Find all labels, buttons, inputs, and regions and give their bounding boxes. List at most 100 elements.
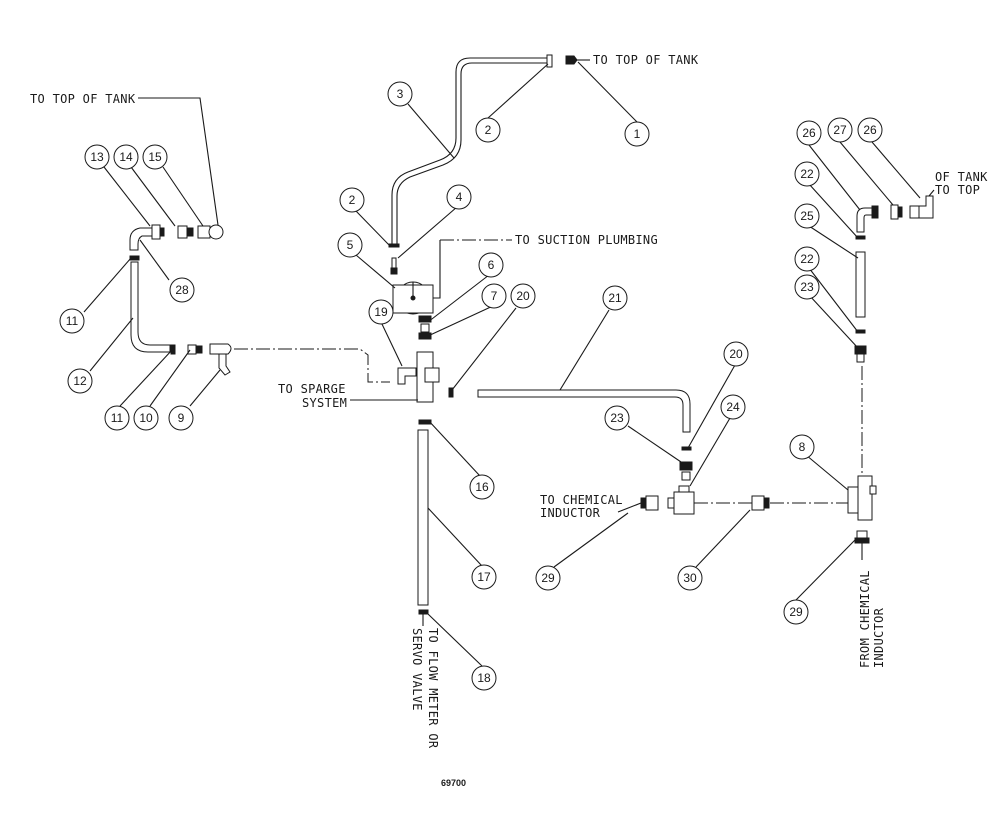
pump-and-tee-assembly [388, 240, 441, 425]
svg-text:5: 5 [347, 238, 354, 252]
to-top-of-tank-label-left: TO TOP OF TANK [30, 92, 136, 106]
svg-text:22: 22 [800, 252, 814, 266]
svg-text:17: 17 [477, 570, 491, 584]
svg-text:21: 21 [608, 291, 622, 305]
svg-text:19: 19 [374, 305, 388, 319]
callout-26-left: 26 [796, 120, 822, 146]
callout-24: 24 [720, 394, 746, 420]
svg-text:1: 1 [634, 127, 641, 141]
callout-30: 30 [677, 565, 703, 591]
callout-11-upper: 11 [59, 308, 85, 334]
svg-text:29: 29 [789, 605, 803, 619]
svg-text:7: 7 [491, 289, 498, 303]
callout-6: 6 [478, 252, 504, 278]
callout-20-left: 20 [510, 283, 536, 309]
callout-23-right: 23 [794, 274, 820, 300]
svg-text:23: 23 [800, 280, 814, 294]
from-chemical-label-2: INDUCTOR [872, 607, 886, 668]
callout-11-lower: 11 [104, 405, 130, 431]
hose-3-assembly [391, 54, 590, 244]
of-tank-label: OF TANK [935, 170, 988, 184]
callout-8: 8 [789, 434, 815, 460]
svg-text:20: 20 [729, 347, 743, 361]
left-centerline [234, 348, 390, 383]
hose-12-assembly [129, 224, 232, 376]
callout-16: 16 [469, 474, 495, 500]
svg-text:2: 2 [349, 193, 356, 207]
svg-text:18: 18 [477, 671, 491, 685]
figure-number: 69700 [441, 778, 466, 788]
chemical-inductor-tee [640, 485, 770, 515]
callout-20-right: 20 [723, 341, 749, 367]
callout-19: 19 [368, 299, 394, 325]
to-top-of-tank-leader-left [138, 97, 219, 226]
svg-text:25: 25 [800, 209, 814, 223]
callout-10: 10 [133, 405, 159, 431]
callout-18: 18 [471, 665, 497, 691]
flow-meter-label-2: SERVO VALVE [410, 628, 424, 711]
to-sparge-label-1: TO SPARGE [278, 382, 346, 396]
svg-text:11: 11 [66, 314, 79, 328]
svg-text:27: 27 [833, 123, 847, 137]
callout-2-pump: 2 [339, 187, 365, 213]
to-sparge-label-2: SYSTEM [302, 396, 347, 410]
callout-3: 3 [387, 81, 413, 107]
hose-21-assembly [448, 387, 693, 481]
svg-text:29: 29 [541, 571, 555, 585]
svg-text:26: 26 [802, 126, 816, 140]
to-top-label-right: TO TOP [935, 183, 980, 197]
svg-text:3: 3 [397, 87, 404, 101]
svg-text:2: 2 [485, 123, 492, 137]
callout-15: 15 [142, 144, 168, 170]
svg-text:30: 30 [683, 571, 697, 585]
to-suction-plumbing-label: TO SUCTION PLUMBING [515, 233, 658, 247]
callout-23-center: 23 [604, 405, 630, 431]
callout-leaders [83, 61, 921, 667]
svg-text:28: 28 [175, 283, 189, 297]
hose-17-assembly [417, 429, 429, 615]
svg-text:11: 11 [111, 411, 124, 425]
callout-14: 14 [113, 144, 139, 170]
callout-2-top: 2 [475, 117, 501, 143]
callout-4: 4 [446, 184, 472, 210]
callout-26-right: 26 [857, 117, 883, 143]
svg-text:4: 4 [456, 190, 463, 204]
to-top-of-tank-label-top: TO TOP OF TANK [593, 53, 699, 67]
callout-22-upper: 22 [794, 161, 820, 187]
callout-5: 5 [337, 232, 363, 258]
callout-13: 13 [84, 144, 110, 170]
callout-9: 9 [168, 405, 194, 431]
to-chemical-label-1: TO CHEMICAL [540, 493, 623, 507]
svg-text:10: 10 [139, 411, 153, 425]
to-top-right-leader [928, 189, 935, 197]
svg-text:6: 6 [488, 258, 495, 272]
to-chemical-label-2: INDUCTOR [540, 506, 601, 520]
to-chemical-leader [617, 502, 642, 513]
svg-text:14: 14 [119, 150, 133, 164]
callout-29-right: 29 [783, 599, 809, 625]
svg-text:22: 22 [800, 167, 814, 181]
callout-12: 12 [67, 368, 93, 394]
svg-text:12: 12 [73, 374, 87, 388]
callout-22-lower: 22 [794, 246, 820, 272]
svg-text:13: 13 [90, 150, 104, 164]
callout-28: 28 [169, 277, 195, 303]
svg-text:15: 15 [148, 150, 162, 164]
callout-17: 17 [471, 564, 497, 590]
svg-text:16: 16 [475, 480, 489, 494]
callout-7: 7 [481, 283, 507, 309]
flow-meter-label-1: TO FLOW METER OR [426, 628, 440, 749]
svg-text:8: 8 [799, 440, 806, 454]
callout-27: 27 [827, 117, 853, 143]
hose-25-assembly [847, 195, 934, 544]
callout-29-center: 29 [535, 565, 561, 591]
callout-1: 1 [624, 121, 650, 147]
callout-21: 21 [602, 285, 628, 311]
svg-text:24: 24 [726, 400, 740, 414]
svg-text:9: 9 [178, 411, 185, 425]
svg-text:23: 23 [610, 411, 624, 425]
svg-text:20: 20 [516, 289, 530, 303]
svg-text:26: 26 [863, 123, 877, 137]
from-chemical-label-1: FROM CHEMICAL [858, 570, 872, 668]
